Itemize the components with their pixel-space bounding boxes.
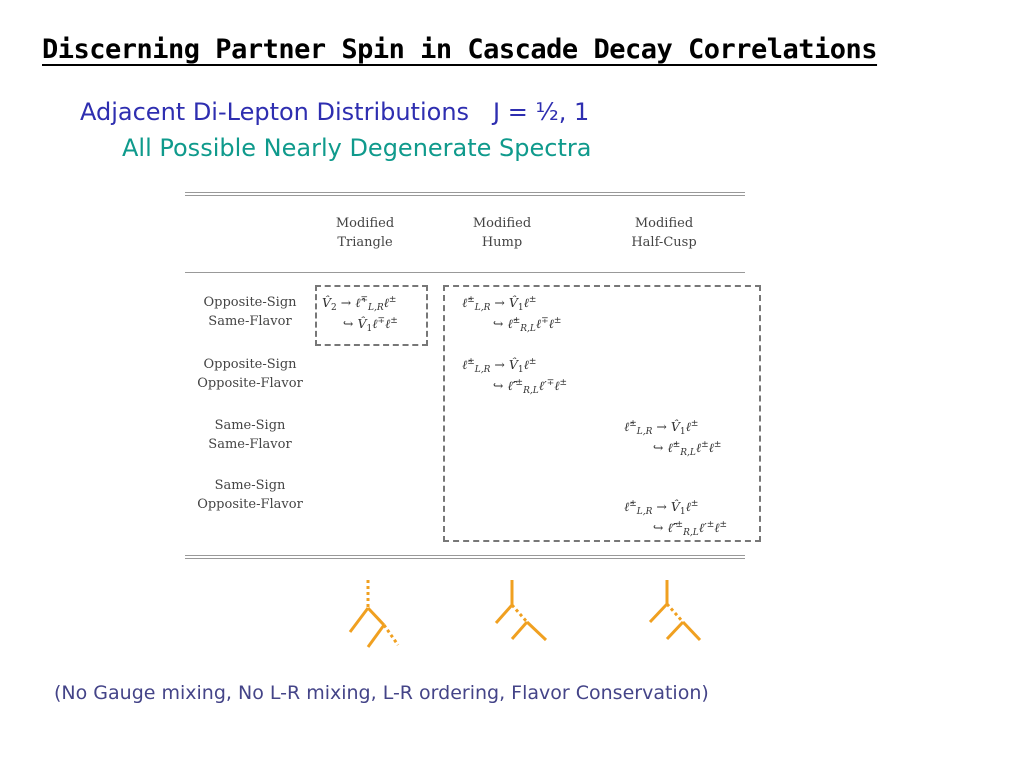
col-header-half-cusp: Modified Half-Cusp	[631, 216, 697, 250]
row-label-ss-of: Same-Sign Opposite-Flavor	[197, 478, 303, 512]
table-bottom-rule	[185, 555, 745, 556]
subtitle-distributions: Adjacent Di-Lepton Distributions	[80, 98, 470, 126]
triangle-dashed-box	[315, 285, 428, 346]
cascade-diagram-hump-icon	[494, 580, 548, 642]
col-header-triangle: Modified Triangle	[335, 216, 395, 250]
subtitle-line-2: All Possible Nearly Degenerate Spectra	[122, 134, 592, 162]
col-header-hump: Modified Hump	[472, 216, 532, 250]
assumptions-footnote: (No Gauge mixing, No L-R mixing, L-R ord…	[54, 682, 709, 704]
hump-cusp-dashed-box	[443, 285, 761, 542]
cascade-diagram-triangle-icon	[348, 580, 400, 648]
row-label-ss-sf: Same-Sign Same-Flavor	[208, 418, 292, 452]
row-label-os-sf: Opposite-Sign Same-Flavor	[203, 295, 297, 329]
row-label-os-of: Opposite-Sign Opposite-Flavor	[197, 357, 303, 391]
table-top-rule-2	[185, 195, 745, 196]
table-top-rule	[185, 192, 745, 193]
cascade-diagram-half-cusp-icon	[648, 580, 702, 642]
decay-table: Modified Triangle Modified Hump Modified…	[185, 192, 745, 560]
subtitle-spin: J = ½, 1	[493, 98, 590, 126]
slide-title: Discerning Partner Spin in Cascade Decay…	[42, 34, 878, 65]
subtitle-line-1: Adjacent Di-Lepton Distributions J = ½, 1	[80, 98, 589, 126]
table-bottom-rule-2	[185, 558, 745, 559]
table-header-rule	[185, 272, 745, 273]
